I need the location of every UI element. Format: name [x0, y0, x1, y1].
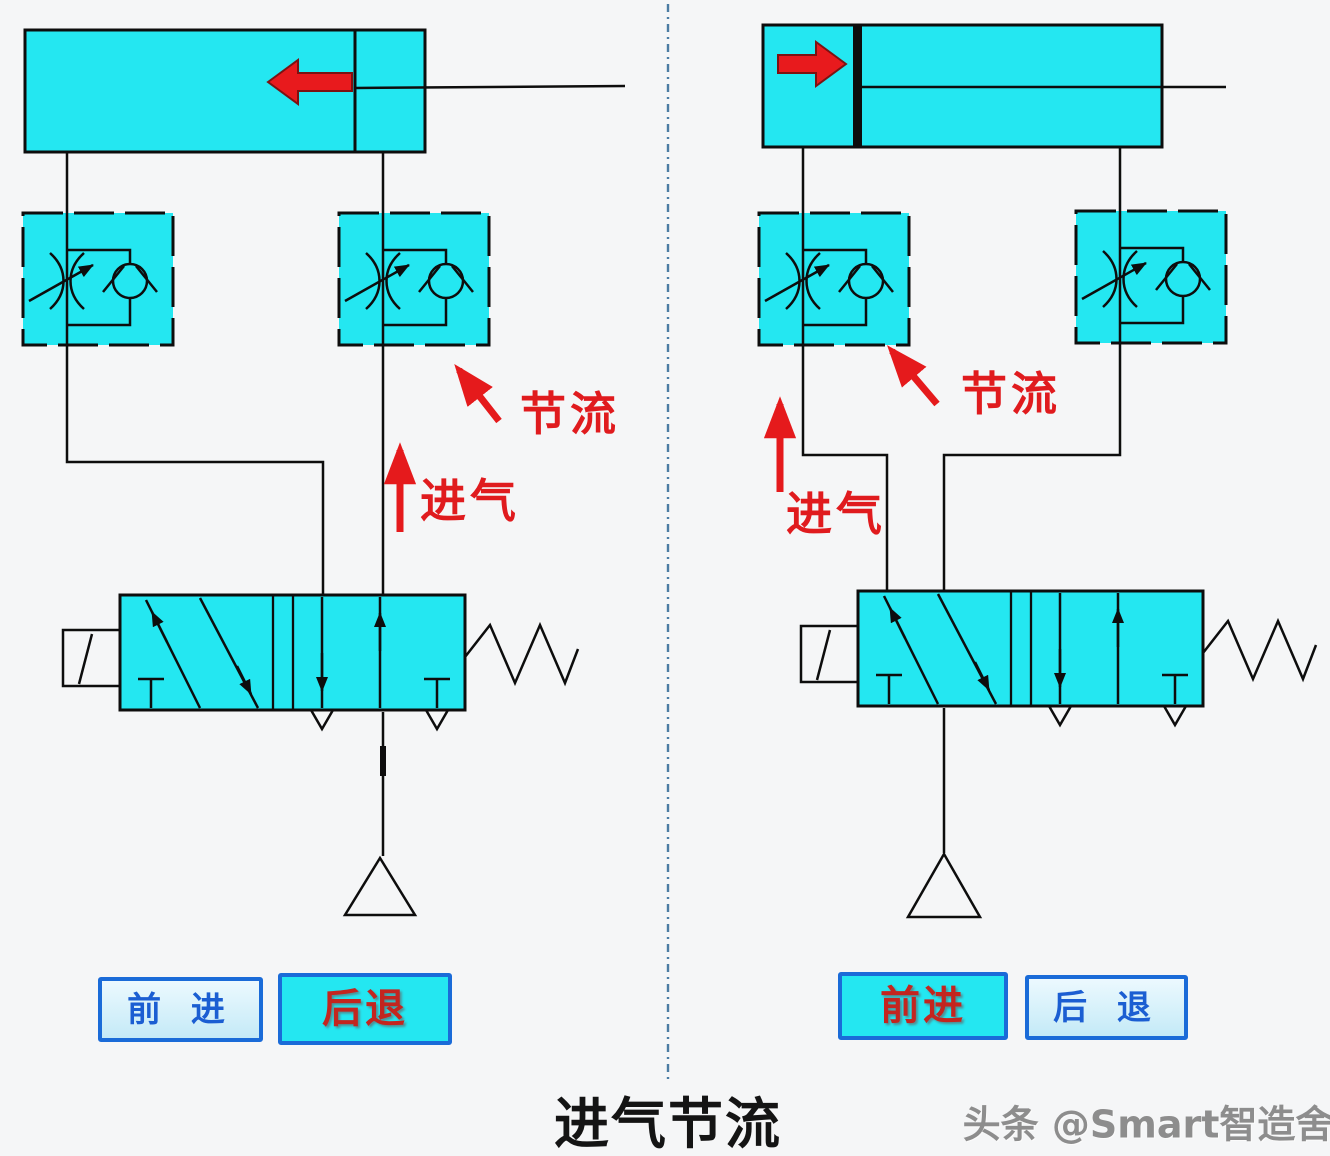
piston-rod — [354, 84, 626, 90]
piston-motion-arrow-icon — [777, 40, 848, 88]
left-cylinder — [23, 28, 626, 154]
exhaust-triangle-icon — [905, 851, 983, 919]
left-flow-control-valve-a — [23, 213, 173, 345]
page-title: 进气节流 — [553, 1092, 783, 1156]
left-forward-button[interactable]: 前 进 — [98, 977, 263, 1042]
right-backward-button[interactable]: 后 退 — [1025, 975, 1188, 1040]
left-flow-control-valve-b — [339, 213, 489, 345]
watermark: 头条 @Smart智造舍 — [962, 1102, 1330, 1147]
right-forward-button[interactable]: 前进 — [838, 972, 1008, 1040]
piston-motion-arrow-icon — [266, 58, 353, 106]
throttle-pointer-arrow-icon — [887, 345, 940, 407]
right-flow-control-valve-b — [1076, 211, 1226, 343]
right-throttle-label: 节流 — [961, 367, 1061, 421]
throttle-pointer-arrow-icon — [454, 363, 502, 424]
pipe — [942, 147, 1122, 593]
right-intake-label: 进气 — [786, 487, 886, 541]
left-throttle-label: 节流 — [520, 387, 620, 441]
left-directional-valve — [63, 595, 578, 729]
piston — [853, 25, 862, 147]
exhaust-triangle-icon — [342, 855, 418, 917]
right-flow-control-valve-a — [759, 213, 909, 345]
right-directional-valve — [801, 591, 1316, 725]
pipe — [65, 152, 325, 597]
left-intake-label: 进气 — [420, 474, 520, 528]
pipe — [801, 147, 889, 593]
left-backward-button[interactable]: 后退 — [278, 973, 452, 1045]
right-circuit — [759, 23, 1316, 919]
right-cylinder — [761, 23, 1226, 149]
left-circuit — [23, 28, 626, 917]
